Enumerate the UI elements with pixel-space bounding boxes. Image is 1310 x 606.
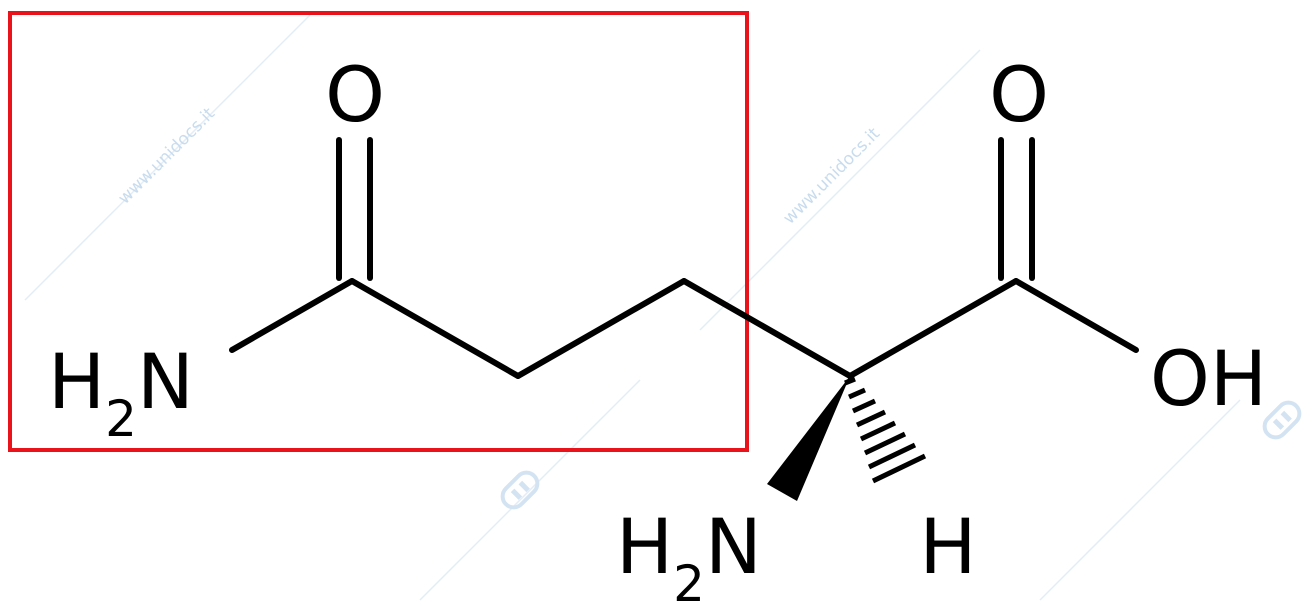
acid-c-oh-bond bbox=[1013, 278, 1139, 353]
amide-nitrogen-label: H2N bbox=[48, 337, 194, 448]
watermark-line bbox=[1039, 399, 1241, 601]
watermark-logo-icon bbox=[500, 470, 540, 510]
chain-bond bbox=[349, 278, 521, 379]
chain-bond bbox=[515, 278, 687, 379]
highlight-box bbox=[8, 11, 749, 452]
wedge-bond bbox=[767, 376, 850, 501]
alpha-nitrogen-label: H2N bbox=[616, 502, 762, 606]
alpha-n-symbol: N bbox=[705, 502, 762, 591]
amide-n-subscript: 2 bbox=[105, 390, 137, 448]
amide-oxygen-label: O bbox=[325, 50, 385, 139]
hash-bond bbox=[844, 376, 927, 484]
amide-n-symbol: N bbox=[137, 337, 194, 426]
amide-c-n-bond bbox=[229, 278, 355, 353]
alpha-hydrogen-label: H bbox=[919, 502, 976, 591]
bond-layer bbox=[229, 137, 1139, 501]
hydroxyl-label: OH bbox=[1150, 334, 1267, 423]
chain-bond bbox=[847, 278, 1019, 379]
chain-bond bbox=[681, 278, 853, 379]
amide-n-hydrogen: H bbox=[48, 337, 105, 426]
atom-layer: O H2N O OH H2N H bbox=[48, 50, 1267, 606]
watermark-logo-icon bbox=[1262, 400, 1302, 440]
watermark-text: www.unidocs.it bbox=[114, 104, 219, 209]
acid-oxygen-label: O bbox=[989, 50, 1049, 139]
alpha-n-subscript: 2 bbox=[673, 555, 705, 606]
watermark-text: www.unidocs.it bbox=[779, 124, 884, 229]
alpha-n-hydrogen: H bbox=[616, 502, 673, 591]
watermark-line bbox=[419, 379, 641, 601]
watermark-line bbox=[24, 14, 311, 301]
watermark-line bbox=[699, 49, 981, 331]
